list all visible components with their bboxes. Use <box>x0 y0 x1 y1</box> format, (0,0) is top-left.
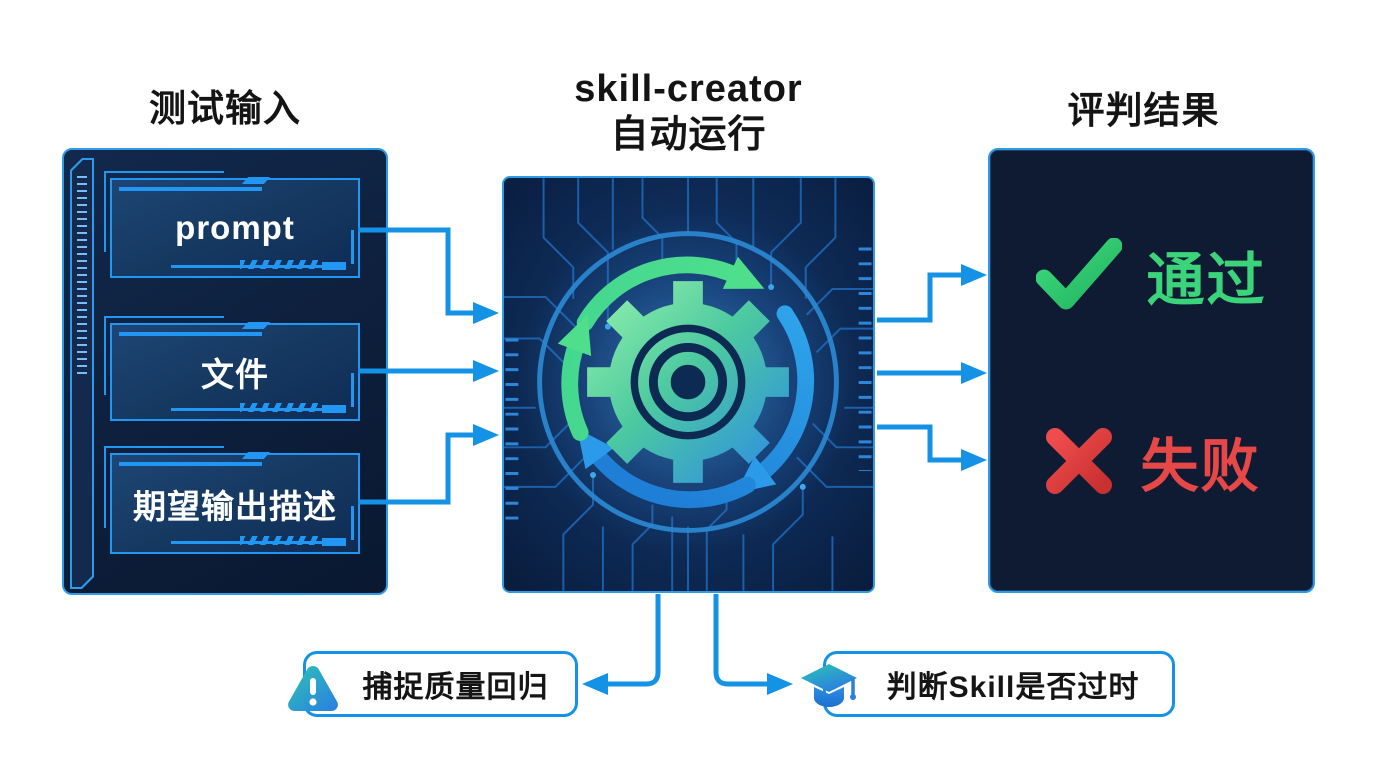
box-tab-notch <box>241 322 270 329</box>
box-bar-accent <box>322 538 346 546</box>
ruler-strip <box>70 158 94 589</box>
outer-ring <box>537 231 839 533</box>
box-hatch-accent <box>239 536 322 545</box>
arrow-processor-to-regression-callout <box>582 594 661 695</box>
results-column-title: 评判结果 <box>1067 90 1220 131</box>
input-column-title: 测试输入 <box>149 88 301 129</box>
callout-label: 判断Skill是否过时 <box>886 671 1140 704</box>
result-pass-row: 通过 <box>990 232 1313 318</box>
processor-title-line2: 自动运行 <box>610 114 767 156</box>
box-bar-accent <box>322 405 346 413</box>
pass-label: 通过 <box>1146 248 1267 313</box>
ruler-ticks <box>77 176 87 374</box>
callout-label: 捕捉质量回归 <box>362 671 549 704</box>
box-right-accent <box>351 373 354 407</box>
callout-quality-regression: 捕捉质量回归 <box>288 651 578 717</box>
results-panel: 通过 失败 <box>988 148 1315 593</box>
box-tab-accent <box>119 187 262 191</box>
box-tab-accent <box>119 462 262 466</box>
arrow-processor-to-fail-3 <box>877 424 987 471</box>
box-hatch-accent <box>239 260 322 269</box>
box-bar-accent <box>322 262 346 270</box>
input-box-expected-output: 期望输出描述 <box>104 446 360 554</box>
box-right-accent <box>351 506 354 540</box>
edge-pins <box>505 247 872 523</box>
processor-title-line1: skill-creator <box>574 68 803 110</box>
gear-refresh-cycle-icon <box>504 178 873 591</box>
graduation-cap-icon <box>801 664 857 707</box>
processor-title: skill-creator 自动运行 <box>502 66 875 158</box>
arrow-processor-to-outdated-callout <box>713 594 793 695</box>
callout-skill-outdated: 判断Skill是否过时 <box>801 651 1175 717</box>
cycle-arrows <box>557 256 815 509</box>
input-box-label: prompt <box>175 209 295 246</box>
box-tab-notch <box>241 177 270 184</box>
arrow-processor-to-pass-1 <box>877 264 987 323</box>
input-box-file: 文件 <box>104 316 360 421</box>
box-tab-accent <box>119 332 262 336</box>
input-box-label: 文件 <box>201 356 269 393</box>
result-fail-row: 失败 <box>990 418 1313 504</box>
warning-icon <box>288 666 338 711</box>
fail-label: 失败 <box>1140 434 1261 499</box>
test-input-panel: prompt 文件 期望输出描述 <box>62 148 388 595</box>
box-hatch-accent <box>239 403 322 412</box>
input-box-prompt: prompt <box>104 171 360 278</box>
check-icon <box>1036 238 1123 310</box>
cross-icon <box>1046 428 1113 494</box>
box-right-accent <box>351 230 354 264</box>
skill-creator-panel <box>502 176 875 593</box>
ruler-strip-inner <box>72 160 92 587</box>
input-box-label: 期望输出描述 <box>133 487 337 525</box>
gear-icon <box>587 281 789 483</box>
box-tab-notch <box>241 452 270 459</box>
